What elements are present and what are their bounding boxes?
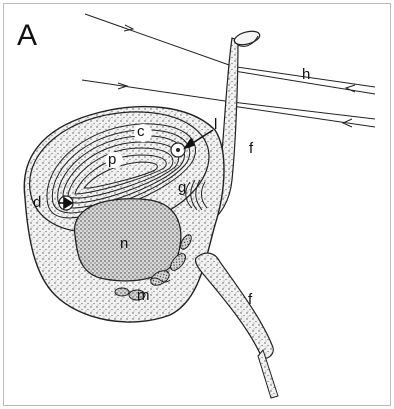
label-l: l (214, 117, 217, 132)
label-d: d (33, 195, 41, 210)
label-m: m (137, 288, 150, 303)
label-n: n (120, 236, 128, 251)
label-h: h (302, 67, 310, 82)
lower-flagellum (195, 253, 278, 398)
label-p: p (108, 152, 116, 167)
panel-label: A (17, 21, 37, 51)
label-f-upper: f (249, 141, 253, 156)
label-g: g (178, 180, 186, 195)
label-f-lower: f (248, 292, 252, 307)
label-c: c (137, 124, 145, 139)
